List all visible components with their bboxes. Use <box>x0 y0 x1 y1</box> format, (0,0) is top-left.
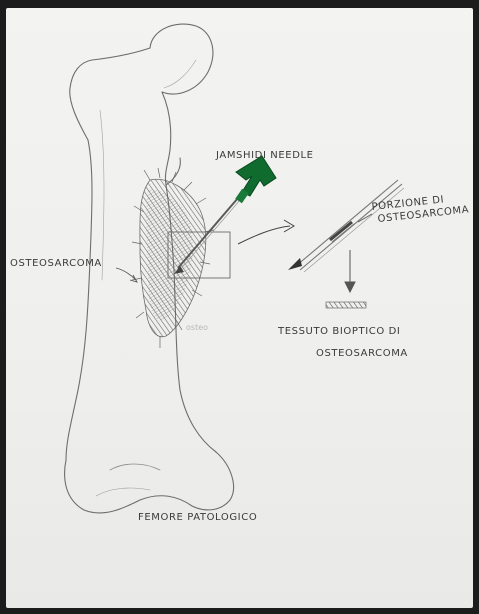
femur-label: FEMORE PATOLOGICO <box>138 512 257 523</box>
tissue-label-line2: OSTEOSARCOMA <box>316 348 408 359</box>
osteosarcoma-left-label: OSTEOSARCOMA <box>10 258 102 269</box>
tissue-label-line1: TESSUTO BIOPTICO DI <box>277 326 400 337</box>
needle-label: JAMSHIDI NEEDLE <box>215 150 314 161</box>
